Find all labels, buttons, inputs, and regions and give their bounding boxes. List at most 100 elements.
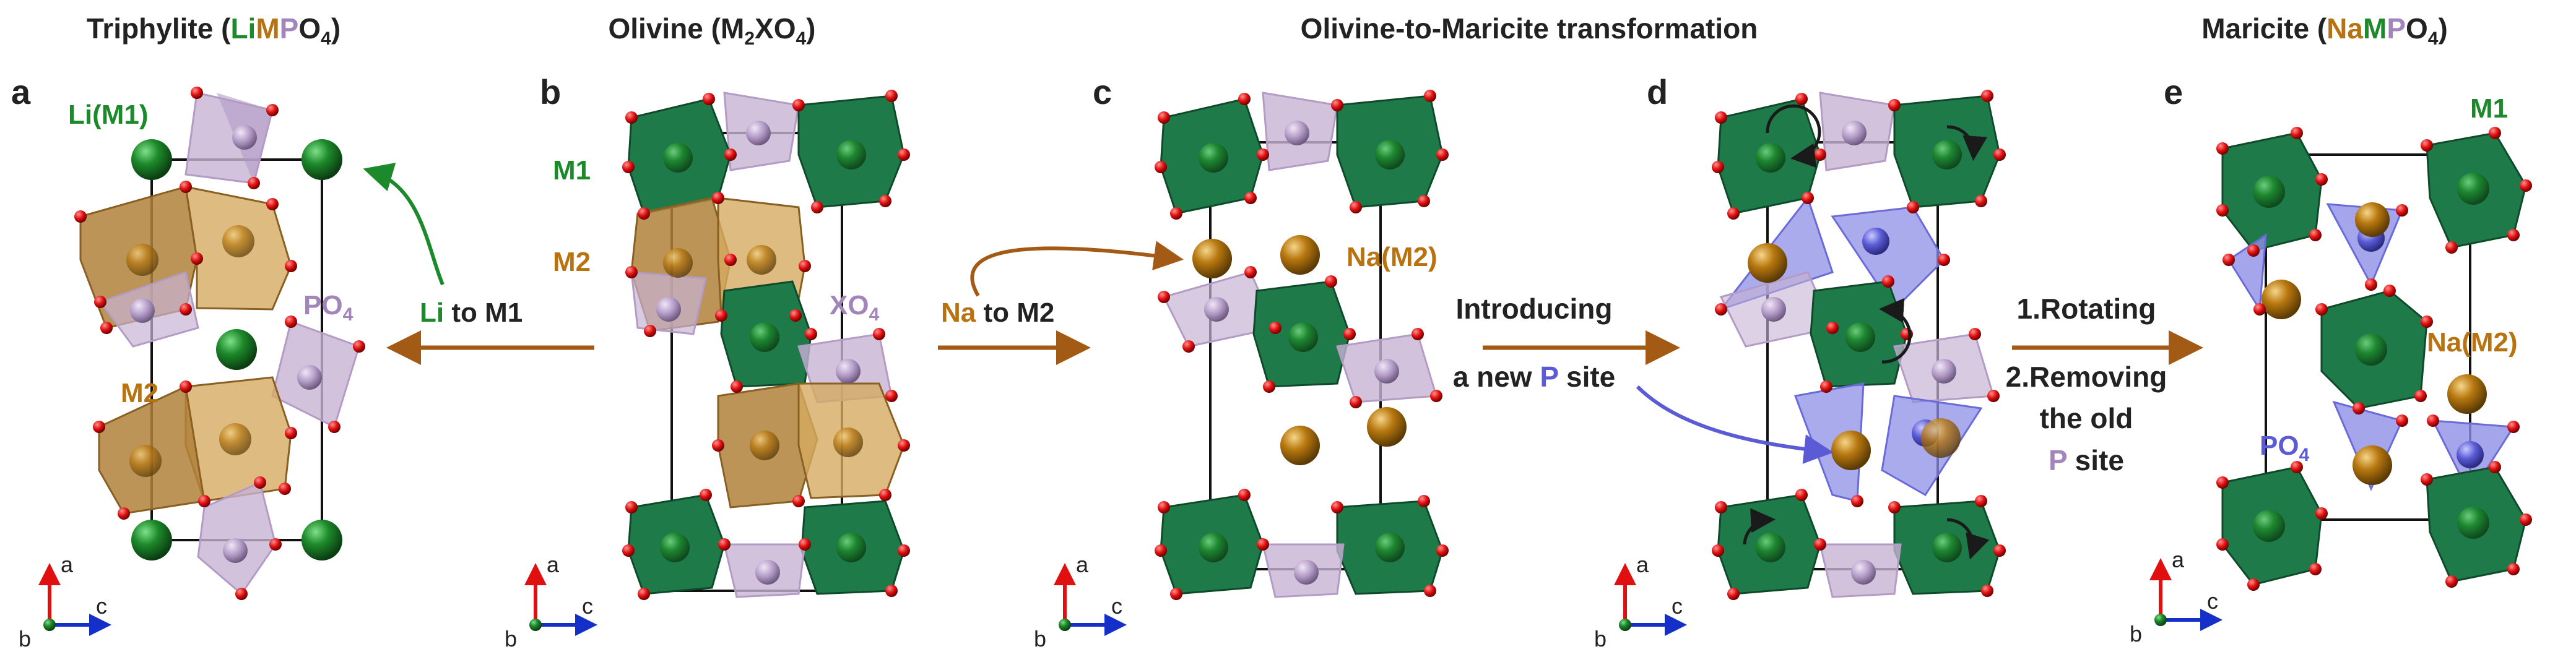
label-m1: M1 [553, 155, 591, 186]
oxygen-atoms [74, 87, 365, 600]
oxygen-atom [180, 181, 192, 193]
oxygen-atom [1814, 148, 1826, 161]
oxygen-atom [1331, 501, 1343, 513]
label-m2: M2 [121, 378, 158, 408]
oxygen-atom [198, 495, 210, 507]
oxygen-atom [1888, 99, 1901, 111]
oxygen-atom [638, 207, 650, 220]
oxygen-atom [898, 148, 910, 161]
phosphorus-atom [1204, 297, 1229, 322]
new-p-site-arrow [1636, 385, 1834, 464]
oxygen-atom [885, 90, 898, 102]
m1-atom [2457, 173, 2489, 205]
axis-triad-e: a b c [2130, 547, 2223, 646]
oxygen-atom [2315, 303, 2328, 316]
m2-atom [833, 427, 863, 457]
axis-label-c: c [582, 593, 593, 619]
oxygen-atom [2309, 229, 2322, 241]
axis-triad-b: a b c [505, 552, 597, 651]
oxygen-atom [285, 260, 297, 272]
panel-a-structure: Li(M1) PO4 M2 [68, 87, 445, 600]
label-po4: PO4 [2260, 431, 2310, 465]
m1-atom [836, 140, 866, 170]
label-li-m1: Li(M1) [68, 100, 149, 130]
oxygen-atom [1325, 275, 1337, 288]
oxygen-atom [1170, 207, 1182, 220]
oxygen-atom [180, 303, 192, 316]
phosphorus-atom [746, 121, 771, 145]
m1-atom [1199, 143, 1228, 173]
oxygen-atom [248, 177, 260, 189]
oxygen-atom [1975, 495, 1987, 507]
oxygen-atom [2291, 127, 2303, 139]
oxygen-atom [792, 495, 805, 507]
step-na-to-m2: Na to M2 [938, 298, 1091, 365]
oxygen-atom [1987, 390, 2000, 402]
oxygen-atom [1257, 148, 1269, 161]
oxygen-atom [1814, 538, 1826, 551]
oxygen-atom [2315, 507, 2328, 520]
oxygen-atom [1436, 544, 1449, 557]
oxygen-atom [1969, 328, 1981, 340]
panel-b-structure: M1 M2 XO4 [553, 90, 910, 600]
new-phosphorus-atom [1862, 228, 1889, 255]
axis-b-dot [1619, 619, 1631, 631]
oxygen-atom [799, 260, 811, 272]
oxygen-atom [1257, 538, 1269, 551]
oxygen-atom [638, 588, 650, 600]
m1-atom [2253, 176, 2285, 208]
panel-letter-b: b [540, 72, 561, 111]
oxygen-atom [94, 296, 106, 308]
oxygen-atom [1851, 495, 1863, 507]
axis-label-b: b [1594, 626, 1607, 651]
unit-cell-outline [2265, 153, 2471, 521]
lithium-atom [301, 139, 342, 180]
oxygen-atom [1155, 161, 1167, 173]
axis-label-a: a [1636, 552, 1649, 577]
oxygen-atom [885, 390, 898, 402]
oxygen-atom [191, 252, 203, 265]
step-label-new-p-site: a new P site [1453, 361, 1616, 393]
oxygen-atom [1715, 111, 1727, 124]
phosphorus-atom [130, 298, 155, 323]
m1-atom [1199, 533, 1228, 562]
oxygen-atom [2383, 285, 2396, 297]
oxygen-atom [1715, 501, 1727, 513]
oxygen-atom [1155, 544, 1167, 557]
sodium-atom [1280, 426, 1320, 465]
oxygen-atom [724, 254, 737, 266]
m1-atom [836, 533, 866, 562]
oxygen-atom [2216, 142, 2229, 155]
axis-label-b: b [19, 626, 31, 651]
title-transformation: Olivine-to-Maricite transformation [1301, 12, 1758, 45]
axis-label-b: b [505, 626, 517, 651]
axis-label-c: c [96, 593, 107, 619]
m1-atom [1932, 140, 1962, 170]
oxygen-atom [1826, 322, 1839, 334]
oxygen-atom [885, 585, 898, 597]
label-m1: M1 [2470, 93, 2508, 124]
oxygen-atom [731, 380, 743, 393]
axis-label-a: a [61, 552, 74, 577]
phosphorus-atom [297, 365, 322, 390]
step-label-the-old: the old [2040, 402, 2133, 434]
sodium-atom [1748, 243, 1787, 283]
oxygen-atom [2315, 173, 2328, 186]
oxygen-atom [1938, 254, 1950, 266]
lithium-atom [301, 520, 342, 560]
m1-atom [1288, 322, 1318, 352]
oxygen-atom [873, 328, 885, 340]
oxygen-atom [74, 210, 87, 223]
oxygen-atom [1888, 501, 1901, 513]
iron-atom [126, 244, 158, 276]
oxygen-atom [2427, 414, 2439, 427]
oxygen-atom [879, 195, 891, 207]
oxygen-atom [622, 161, 635, 173]
step-label-introducing: Introducing [1456, 293, 1613, 325]
oxygen-atom [712, 192, 724, 204]
rotation-arrow [1879, 298, 1912, 364]
axis-label-c: c [1111, 593, 1122, 619]
oxygen-atom [1993, 148, 2006, 161]
oxygen-atom [285, 427, 297, 439]
oxygen-atom [724, 148, 737, 161]
